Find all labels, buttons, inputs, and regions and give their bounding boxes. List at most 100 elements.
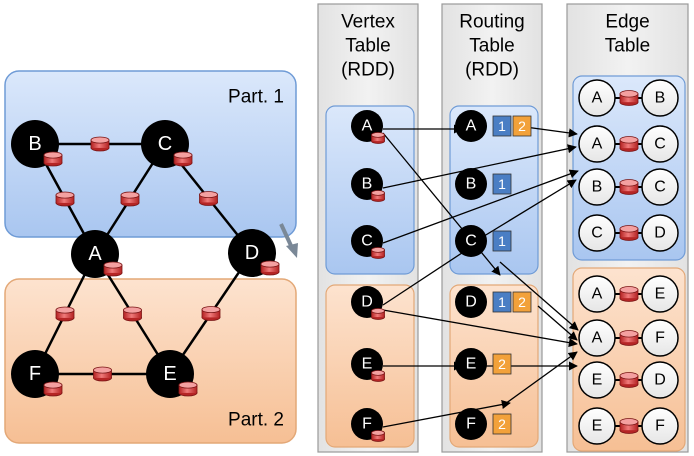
ship-arrow-C-edge-part1 xyxy=(470,179,577,245)
edge-table-vertex-label: B xyxy=(655,90,666,107)
graph-vertex-C-label: C xyxy=(158,133,172,155)
cylinder-top xyxy=(619,372,639,380)
vertex-table-vertex-D-label: D xyxy=(361,294,373,311)
cylinder-top xyxy=(371,308,385,314)
graph-vertex-E-label: E xyxy=(163,363,176,385)
cylinder-fill xyxy=(104,265,122,273)
routing-table-vertex-F-label: F xyxy=(466,416,476,433)
edge-table-vertex-D xyxy=(641,214,679,252)
edge-table-vertex-E xyxy=(641,275,679,313)
partition-1-badge xyxy=(492,291,512,313)
edge-table-title-line: Edge xyxy=(605,12,649,33)
edge-data-cylinder-icon xyxy=(619,418,639,434)
cylinder-top xyxy=(619,225,639,233)
ship-arrow-C-edge-part2 xyxy=(499,261,579,331)
partition-2-label: Part. 2 xyxy=(228,410,284,431)
routing-table-vertex-F xyxy=(455,408,487,440)
cylinder-top xyxy=(260,260,280,268)
edge-table-vertex-label: A xyxy=(592,286,603,303)
edge-data-cylinder-icon xyxy=(201,306,221,321)
edge-table-vertex-label: A xyxy=(592,136,603,153)
vertex-data-cylinder-icon xyxy=(371,190,385,202)
cylinder-fill xyxy=(371,372,385,380)
cylinder-fill xyxy=(44,155,62,163)
cylinder-fill xyxy=(199,194,218,203)
cylinder-fill xyxy=(56,310,74,318)
edge-table-vertex-A xyxy=(578,319,616,357)
partition-badge-label: 1 xyxy=(498,233,506,249)
routing-table-title-line: (RDD) xyxy=(465,60,519,81)
vertex-data-cylinder-icon xyxy=(371,308,385,320)
edge-table-vertex-label: A xyxy=(592,90,603,107)
vertex-table-title-line: (RDD) xyxy=(341,60,395,81)
edge-table-vertex-A xyxy=(578,79,616,117)
routing-table-vertex-B xyxy=(455,168,487,200)
cylinder-top xyxy=(371,247,385,253)
cylinder-top xyxy=(173,151,193,159)
edge-table-vertex-label: E xyxy=(592,418,603,435)
edge-table-vertex-label: C xyxy=(654,179,666,196)
routing-table-vertex-B-label: B xyxy=(466,176,477,193)
routing-table-vertex-C xyxy=(455,225,487,257)
cylinder-fill xyxy=(202,309,220,318)
cylinder-top xyxy=(178,381,198,389)
cylinder-top xyxy=(619,418,639,426)
edge-table-vertex-B xyxy=(578,168,616,206)
edge-table-vertex-A xyxy=(578,125,616,163)
partition-badge-label: 2 xyxy=(518,118,526,134)
partition-1-badge xyxy=(492,230,512,252)
cylinder-fill xyxy=(371,134,385,142)
cylinder-top xyxy=(619,90,639,98)
cylinder-fill xyxy=(371,192,385,200)
edge-table-vertex-C xyxy=(641,125,679,163)
routing-table-vertex-A xyxy=(455,110,487,142)
edge-data-cylinder-icon xyxy=(619,90,639,106)
cylinder-top xyxy=(619,136,639,144)
cylinder-top xyxy=(199,191,218,199)
cylinder-top xyxy=(55,191,75,199)
cylinder-top xyxy=(371,370,385,376)
cylinder-top xyxy=(619,330,639,338)
ship-arrow-D-edge-part2 xyxy=(537,305,578,341)
partition-2-badge xyxy=(492,413,512,435)
cylinder-fill xyxy=(91,140,109,148)
ship-arrow-C-edge xyxy=(382,169,579,244)
cylinder-fill xyxy=(371,249,385,257)
edge-data-cylinder-icon xyxy=(93,366,112,382)
routing-table-vertex-E xyxy=(455,348,487,380)
cylinder-fill xyxy=(371,432,385,440)
vertex-table-vertex-C-label: C xyxy=(361,233,373,250)
edge-data-cylinder-icon xyxy=(123,306,142,322)
routing-table-vertex-A-label: A xyxy=(466,118,477,135)
edge-table-vertex-label: E xyxy=(592,372,603,389)
edge-table-vertex-label: D xyxy=(654,372,666,389)
vertex-table-vertex-F-label: F xyxy=(362,416,372,433)
edge-data-cylinder-icon xyxy=(619,286,639,302)
edge-table-vertex-F xyxy=(641,407,679,445)
vertex-table-vertex-A-label: A xyxy=(362,118,373,135)
vertex-data-cylinder-icon xyxy=(103,261,123,277)
edge-table-vertex-D xyxy=(641,361,679,399)
cylinder-top xyxy=(103,261,123,269)
cylinder-top xyxy=(120,191,140,199)
edge-table-vertex-label: D xyxy=(654,225,666,242)
cylinder-top xyxy=(371,190,385,196)
vertex-data-cylinder-icon xyxy=(371,247,385,259)
edge-data-cylinder-icon xyxy=(55,306,75,322)
edge-data-cylinder-icon xyxy=(619,372,639,388)
edge-table-vertex-F xyxy=(641,319,679,357)
cylinder-fill xyxy=(620,139,638,149)
partition-badge-label: 1 xyxy=(498,176,506,192)
edge-table-vertex-label: B xyxy=(592,179,603,196)
vertex-data-cylinder-icon xyxy=(371,430,385,442)
vertex-table-title-line: Table xyxy=(345,36,390,57)
cylinder-fill xyxy=(174,155,192,163)
routing-table-vertex-E-label: E xyxy=(466,356,477,373)
partition-1-badge xyxy=(492,115,512,137)
cylinder-fill xyxy=(56,195,74,203)
ship-arrow-B-edge xyxy=(382,144,577,189)
cylinder-fill xyxy=(371,310,385,318)
vertex-data-cylinder-icon xyxy=(43,151,63,167)
cylinder-fill xyxy=(620,289,638,299)
